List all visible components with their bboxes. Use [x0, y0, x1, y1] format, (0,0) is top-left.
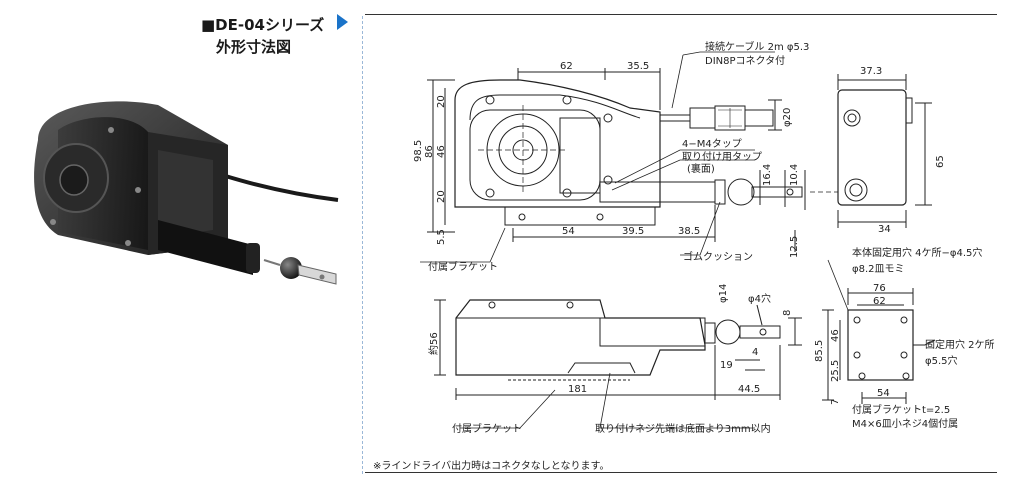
- bottom-rule: [365, 472, 997, 473]
- dim-35-5: 35.5: [627, 61, 649, 72]
- label-cable: 接続ケーブル 2m φ5.3: [705, 40, 809, 53]
- product-photo: [34, 101, 339, 285]
- dim-16-4: 16.4: [762, 164, 773, 186]
- dim-46-bracket: 46: [830, 329, 841, 342]
- dim-approx-56: 約56: [427, 332, 440, 355]
- series-title: ■DE-04シリーズ: [201, 16, 325, 34]
- dim-86: 86: [424, 145, 435, 158]
- label-bracket-bottom: 付属ブラケット: [452, 422, 522, 435]
- dimension-drawing-title: 外形寸法図: [216, 38, 292, 56]
- label-bracket-spec2: M4×6皿小ネジ4個付属: [852, 417, 958, 430]
- dim-62: 62: [560, 61, 573, 72]
- dim-phi4-hole: φ4穴: [748, 292, 771, 305]
- label-bracket-spec1: 付属ブラケットt=2.5: [852, 403, 950, 416]
- dim-25-5: 25.5: [830, 360, 841, 382]
- dim-20-top: 20: [436, 95, 447, 108]
- dim-39-5: 39.5: [622, 226, 644, 237]
- label-screw-depth: 取り付けネジ先端は底面より3mm以内: [595, 422, 771, 435]
- dim-98-5: 98.5: [413, 140, 424, 162]
- dim-38-5: 38.5: [678, 226, 700, 237]
- dim-46: 46: [436, 145, 447, 158]
- dim-20-bottom: 20: [436, 190, 447, 203]
- footnote: ※ラインドライバ出力時はコネクタなしとなります。: [373, 461, 610, 472]
- label-bracket-front: 付属ブラケット: [428, 260, 498, 273]
- dim-65: 65: [935, 155, 946, 168]
- dim-85-5: 85.5: [814, 340, 825, 362]
- dim-181: 181: [568, 384, 587, 395]
- play-arrow-icon: [337, 14, 348, 30]
- dim-44-5: 44.5: [738, 384, 760, 395]
- label-countersink: φ8.2皿モミ: [852, 264, 905, 275]
- label-fix-hole: 固定用穴 2ケ所: [925, 338, 995, 351]
- label-mount-tap-sub: (裏面): [687, 162, 715, 175]
- dim-phi14: φ14: [718, 284, 729, 303]
- dim-10-4: 10.4: [789, 164, 800, 186]
- dim-54-bracket: 54: [877, 388, 890, 399]
- top-rule: [365, 14, 997, 15]
- label-mount-tap: 取り付け用タップ: [682, 150, 762, 163]
- dim-7: 7: [830, 399, 841, 405]
- dim-19: 19: [720, 360, 733, 371]
- label-tap: 4−M4タップ: [682, 138, 742, 150]
- label-body-hole: 本体固定用穴 4ケ所−φ4.5穴: [852, 246, 982, 259]
- dim-phi20: φ20: [782, 108, 793, 127]
- dim-5-5: 5.5: [436, 229, 447, 245]
- label-connector: DIN8Pコネクタ付: [705, 54, 785, 67]
- label-cushion: ゴムクッション: [683, 250, 753, 263]
- separator-line: [362, 16, 363, 474]
- dim-62-bracket: 62: [873, 296, 886, 307]
- dim-8: 8: [782, 310, 793, 316]
- dim-37-3: 37.3: [860, 66, 882, 77]
- dim-54: 54: [562, 226, 575, 237]
- dim-76: 76: [873, 283, 886, 294]
- dim-34: 34: [878, 224, 891, 235]
- dim-12-5: 12.5: [789, 236, 800, 258]
- dim-4: 4: [752, 347, 758, 358]
- label-fix-hole-dia: φ5.5穴: [925, 354, 958, 367]
